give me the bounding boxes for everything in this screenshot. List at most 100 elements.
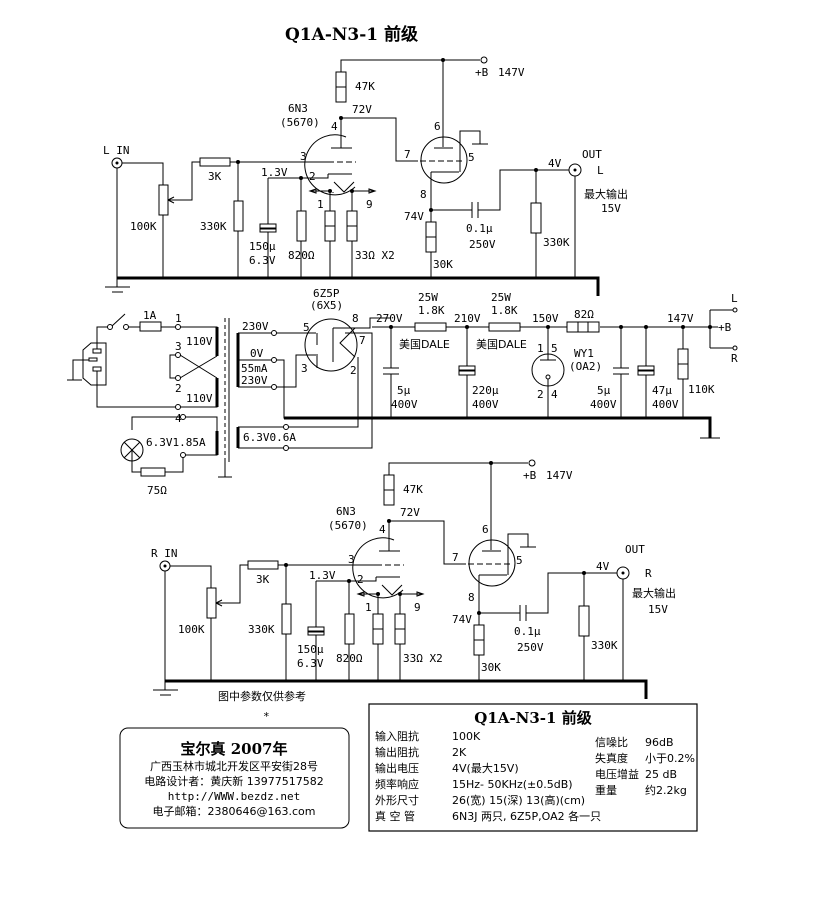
- secondary-230v-a: 230V: [242, 320, 269, 333]
- ground-bus: [117, 276, 600, 296]
- primary-voltage-top: 110V: [186, 335, 213, 348]
- pin-label: 1: [365, 601, 372, 614]
- output-channel: L: [597, 164, 604, 177]
- pin-label: 3: [175, 340, 182, 353]
- input-label: L IN: [103, 144, 130, 157]
- tube-name: 6N3: [336, 505, 356, 518]
- series-resistor: [247, 560, 279, 570]
- regulator-name: WY1: [574, 347, 594, 360]
- r3-value: 82Ω: [574, 308, 594, 321]
- tube-envelope: [304, 134, 356, 196]
- power-socket-icon[interactable]: [82, 342, 107, 386]
- coupling-cap-value: 0.1μ: [514, 625, 541, 638]
- pin-label: 8: [468, 591, 475, 604]
- right-channel: R IN 100K 3K 330K 150μ 6.3V 1.3V 820Ω 6N…: [151, 459, 676, 699]
- coupling-cap-volt: 250V: [517, 641, 544, 654]
- output-resistor: [530, 202, 542, 234]
- volume-pot[interactable]: [158, 184, 169, 216]
- secondary-230v-b: 230V: [241, 374, 268, 387]
- r1-value: 1.8K: [418, 304, 445, 317]
- spec-value: 26(宽) 15(深) 13(高)(cm): [452, 793, 585, 807]
- pin-label: 3: [301, 362, 308, 375]
- grid-resistor-value: 330K: [248, 623, 275, 636]
- pin-label: 3: [348, 553, 355, 566]
- cathode-cap-volt: 6.3V: [249, 254, 276, 267]
- r1-power: 25W: [418, 291, 438, 304]
- regulator-tube: [531, 353, 565, 387]
- pin-label: 2: [537, 388, 544, 401]
- power-switch[interactable]: [111, 313, 126, 327]
- pin-label: 5: [516, 554, 523, 567]
- tube-envelope: [420, 136, 468, 184]
- output-resistor-value: 330K: [543, 236, 570, 249]
- pin-label: 7: [404, 148, 411, 161]
- cap4-value: 47μ: [652, 384, 672, 397]
- pin-label: 8: [352, 312, 359, 325]
- rectifier-tube: [304, 318, 358, 372]
- output-resistor-value: 330K: [591, 639, 618, 652]
- pin-label: 4: [175, 412, 182, 425]
- grid-resistor: [233, 200, 244, 232]
- voltage-150: 150V: [532, 312, 559, 325]
- fuse: [139, 321, 162, 332]
- spec-key: 电压增益: [595, 767, 639, 781]
- regulator-alt: (OA2): [569, 360, 602, 373]
- r2-brand: 美国DALE: [476, 338, 527, 351]
- bplus-out-l: L: [731, 292, 738, 305]
- series-resistor: [199, 157, 231, 167]
- cathode-voltage: 1.3V: [261, 166, 288, 179]
- voltage-147: 147V: [667, 312, 694, 325]
- primary-voltage-bottom: 110V: [186, 392, 213, 405]
- cathode-resistor-value: 820Ω: [288, 249, 315, 262]
- plate-voltage: 72V: [352, 103, 372, 116]
- pin-label: 4: [551, 388, 558, 401]
- r1-brand: 美国DALE: [399, 338, 450, 351]
- plate-voltage: 72V: [400, 506, 420, 519]
- page-title: Q1A-N3-1 前级: [285, 24, 418, 45]
- filter-resistor-1: [414, 322, 447, 332]
- pin-label: 9: [414, 601, 421, 614]
- cathode-resistor: [296, 210, 307, 242]
- bplus-out-r: R: [731, 352, 738, 365]
- heater-resistor-value: 33Ω X2: [355, 249, 395, 262]
- ground-symbol: [105, 286, 130, 293]
- cathode-cap-value: 150μ: [297, 643, 324, 656]
- cf-cathode-voltage: 74V: [452, 613, 472, 626]
- series-resistor-value: 3K: [256, 573, 270, 586]
- pin-label: 5: [468, 151, 475, 164]
- spec-value: 约2.2kg: [645, 784, 687, 797]
- left-channel: L IN 100K 3K 330K 150μ 6.3V 1.3V 820Ω 6N…: [103, 56, 628, 296]
- cathode-voltage: 1.3V: [309, 569, 336, 582]
- input-label: R IN: [151, 547, 178, 560]
- pin-label: 7: [359, 334, 366, 347]
- output-label: OUT: [625, 543, 645, 556]
- cathode-resistor: [344, 613, 355, 645]
- spec-value: 25 dB: [645, 768, 677, 781]
- pin-label: 5: [303, 321, 310, 334]
- spec-key: 真 空 管: [375, 809, 415, 823]
- spec-key: 输入阻抗: [375, 729, 419, 743]
- series-resistor-value: 3K: [208, 170, 222, 183]
- credit-email[interactable]: 电子邮箱：2380646@163.com: [153, 804, 316, 818]
- max-output-voltage: 15V: [648, 603, 668, 616]
- volume-pot[interactable]: [206, 587, 217, 619]
- spec-key: 重量: [595, 783, 617, 797]
- heater-winding: 6.3V0.6A: [243, 431, 296, 444]
- output-resistor: [578, 605, 590, 637]
- spec-key: 频率响应: [375, 777, 419, 791]
- cathode-cap-value: 150μ: [249, 240, 276, 253]
- pin-label: 5: [551, 342, 558, 355]
- credit-designer: 电路设计者：黄庆新 13977517582: [144, 774, 323, 788]
- grid-resistor: [281, 603, 292, 635]
- cf-resistor-value: 30K: [481, 661, 501, 674]
- plate-resistor-value: 47K: [355, 80, 375, 93]
- pot-value: 100K: [178, 623, 205, 636]
- plate-resistor-value: 47K: [403, 483, 423, 496]
- credit-url[interactable]: http://WWW.bezdz.net: [168, 790, 300, 803]
- cap1-volt: 400V: [391, 398, 418, 411]
- tube-alt: (5670): [328, 519, 368, 532]
- cathode-resistor-value: 820Ω: [336, 652, 363, 665]
- spec-value: 小于0.2%: [645, 752, 695, 765]
- output-label: OUT: [582, 148, 602, 161]
- spec-key: 输出阻抗: [375, 745, 419, 759]
